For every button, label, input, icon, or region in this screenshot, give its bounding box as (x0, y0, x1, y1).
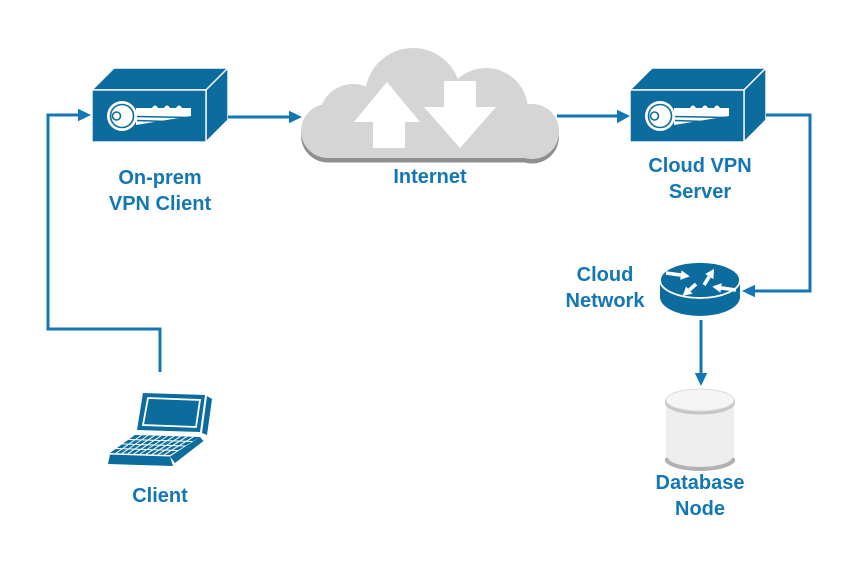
label-internet: Internet (350, 164, 510, 190)
label-cloud-vpn-server: Cloud VPN Server (605, 153, 795, 205)
db-body (666, 400, 734, 469)
vpn-key-box-icon (92, 68, 228, 144)
vpn-key-box-icon (630, 68, 766, 144)
label-on-prem-vpn-client: On-prem VPN Client (55, 165, 265, 217)
label-line: Database (655, 472, 745, 494)
label-cloud-network: Cloud Network (530, 262, 680, 314)
connector-internet-to-cloud-vpn-server (557, 109, 630, 124)
laptop-keyboard (110, 434, 200, 456)
laptop-screen (137, 393, 212, 435)
label-line: Client (132, 485, 188, 507)
connector-client-to-on-prem-vpn-client (46, 108, 162, 372)
label-line: Internet (393, 166, 467, 188)
cloud-body (301, 48, 559, 159)
label-line: On-prem (118, 167, 202, 189)
connector-cloud-vpn-server-to-cloud-network (742, 113, 812, 298)
key-icon (107, 101, 191, 131)
router-icon (659, 261, 741, 316)
laptop-base (108, 437, 204, 466)
db-bottom-rim (665, 457, 735, 471)
cloud-upload-download-icon (301, 48, 559, 164)
upload-arrow-icon (354, 82, 420, 148)
label-line: Node (675, 498, 725, 520)
label-database-node: Database Node (620, 470, 780, 522)
label-line: Server (668, 181, 732, 203)
router-arrows-icon (665, 268, 737, 297)
download-arrow-icon (424, 81, 496, 148)
database-cylinder-icon (665, 388, 735, 471)
isometric-box (92, 68, 228, 144)
key-icon (645, 101, 729, 131)
label-line: Cloud (576, 264, 634, 286)
label-client: Client (100, 483, 220, 509)
connector-on-prem-vpn-client-to-internet (228, 110, 302, 124)
label-line: Cloud VPN (648, 155, 752, 177)
db-top (665, 388, 735, 412)
label-line: VPN Client (108, 193, 212, 215)
laptop-icon (108, 393, 212, 466)
label-line: Network (565, 290, 645, 312)
connector-cloud-network-to-database-node (694, 320, 708, 386)
